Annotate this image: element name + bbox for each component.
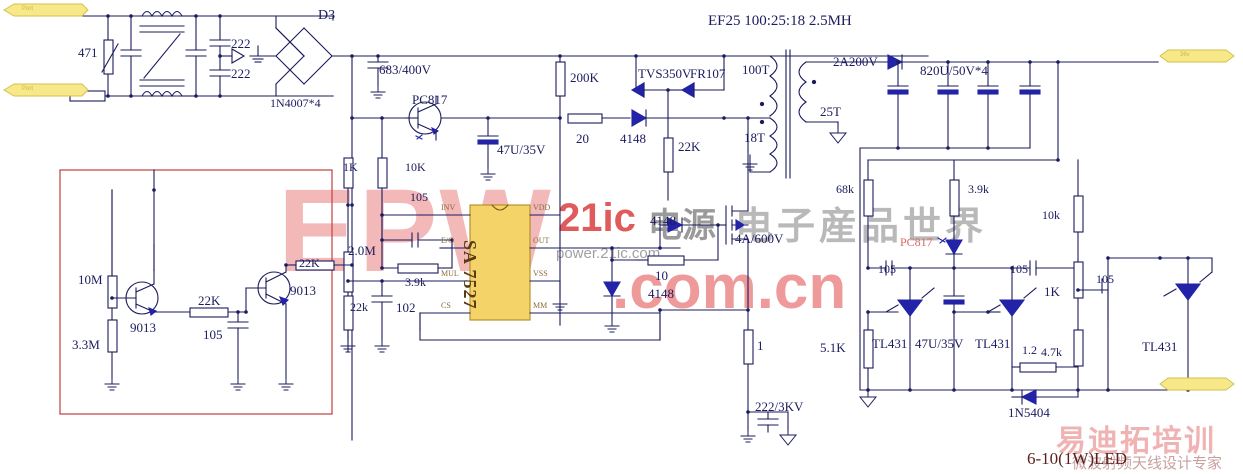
label-c-105-c: 105	[1010, 262, 1028, 276]
label-r-10k-b: 10k	[1042, 208, 1060, 222]
label-c-105-b: 105	[878, 262, 896, 276]
label-c-47u-b: 47U/35V	[915, 336, 964, 351]
label-r-22k-low: 22k	[350, 300, 368, 314]
label-ic-name: SA 7527	[460, 240, 480, 310]
label-bridge-part: 1N4007*4	[270, 96, 321, 110]
label-d-4148-a: 4148	[620, 131, 646, 146]
label-r-22k-snub: 22K	[678, 139, 701, 154]
label-ic-pin3: MUL	[441, 269, 459, 278]
label-ycap-1: 222	[231, 36, 251, 51]
label-c-222-3kv: 222/3KV	[755, 399, 804, 414]
label-mosfet: 4A/600V	[735, 231, 784, 246]
label-r-10k: 10K	[405, 160, 426, 174]
label-ic-pin8: VDD	[533, 203, 551, 212]
label-r-3k9: 3.9k	[405, 275, 426, 289]
label-load: 6-10(1W)LED	[1027, 449, 1128, 468]
port-label-ac-neutral: Port	[22, 86, 34, 92]
label-ic-pin6: VSS	[533, 269, 548, 278]
label-tl431-b: TL431	[975, 336, 1011, 351]
label-xfmr-spec: EF25 100:25:18 2.5MH	[708, 13, 852, 29]
label-c-105-d: 105	[1096, 272, 1114, 286]
label-r-2m: 2.0M	[348, 243, 376, 258]
label-c-105: 105	[410, 190, 428, 204]
label-r-1k: 1K	[343, 160, 358, 174]
label-c-47u: 47U/35V	[497, 142, 546, 157]
label-r-22k-b1: 22K	[198, 293, 221, 308]
label-ic-pin2: E/O	[441, 236, 454, 245]
label-q2: 9013	[290, 283, 316, 298]
label-r-5k1: 5.1K	[820, 340, 846, 355]
label-tl431-a: TL431	[872, 336, 908, 351]
label-r-4k7: 4.7k	[1041, 345, 1062, 359]
label-r-3k9-b: 3.9k	[968, 182, 989, 196]
label-opto-in: PC817	[412, 92, 448, 107]
label-ic-pin5: MM	[533, 301, 548, 310]
label-w-18t: 18T	[744, 130, 765, 145]
label-d-4148-g1: 4148	[650, 213, 676, 228]
label-r-10m: 10M	[78, 272, 103, 287]
label-tvs: TVS350V	[638, 66, 692, 81]
label-r-10: 10	[655, 268, 668, 283]
label-r-sense: 1	[757, 338, 764, 353]
label-opto-out: PC817	[900, 235, 933, 249]
label-mov: 471	[78, 45, 98, 60]
label-d-1n5404: 1N5404	[1008, 405, 1050, 420]
label-bulk-cap: 683/400V	[379, 62, 431, 77]
label-r-1k-b: 1K	[1044, 284, 1060, 299]
label-d-4148-g2: 4148	[648, 286, 674, 301]
label-r-20: 20	[576, 131, 589, 146]
label-r-3m3: 3.3M	[72, 337, 100, 352]
label-r-1p2: 1.2	[1022, 343, 1037, 357]
port-label-ac-line: Port	[22, 6, 34, 12]
label-r-200k: 200K	[570, 70, 599, 85]
label-ic-pin7: OUT	[533, 236, 550, 245]
label-w-100t: 100T	[742, 62, 770, 77]
label-out-caps: 820U/50V*4	[920, 63, 988, 78]
label-tl431-c: TL431	[1142, 339, 1178, 354]
label-fr107: FR107	[690, 66, 726, 81]
label-sec-diode: 2A200V	[833, 54, 878, 69]
label-c-102: 102	[396, 300, 416, 315]
label-r-22k-left: 22K	[299, 256, 320, 270]
label-ic-pin4: CS	[441, 301, 451, 310]
label-r-68k: 68k	[836, 182, 854, 196]
label-w-25t: 25T	[820, 104, 841, 119]
label-ycap-2: 222	[231, 66, 251, 81]
label-c-105-e: 105	[203, 327, 223, 342]
label-bridge-ref: D3	[318, 8, 336, 23]
label-q1: 9013	[130, 320, 156, 335]
label-ic-pin1: INV	[441, 203, 456, 212]
port-label-out-plus: 36v	[1180, 52, 1190, 58]
